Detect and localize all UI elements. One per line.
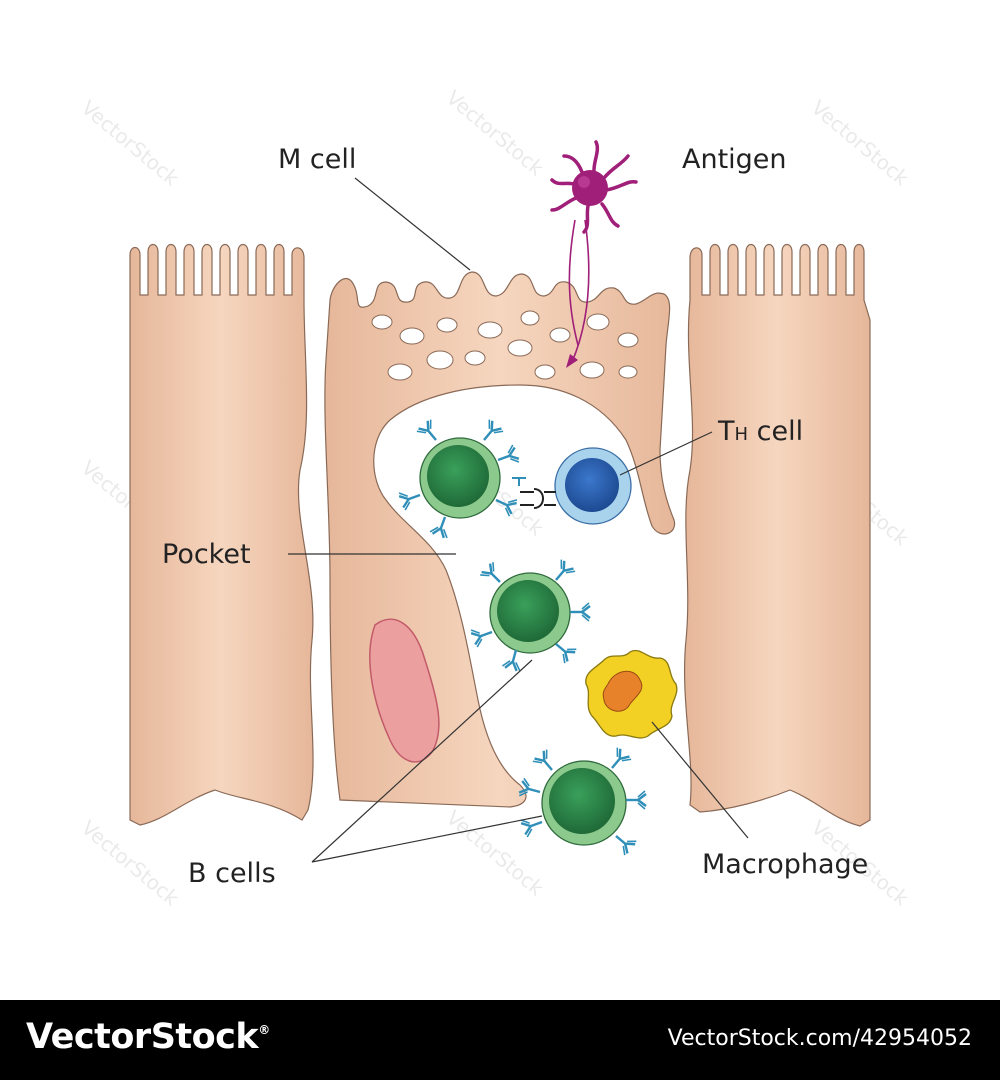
b-cell xyxy=(468,557,592,673)
b-cell xyxy=(396,417,522,541)
footer-bar: VectorStock® VectorStock.com/42954052 xyxy=(0,1000,1000,1080)
leader-th-cell xyxy=(619,431,713,476)
th-cell xyxy=(512,447,632,525)
footer-brand-mark: ® xyxy=(258,1023,270,1037)
footer-brand-logo: VectorStock® xyxy=(26,1017,270,1057)
label-macrophage: Macrophage xyxy=(702,849,868,880)
labels: M cell Antigen TH cell Pocket B cells Ma… xyxy=(162,144,868,889)
macrophage xyxy=(585,649,678,739)
b-cell xyxy=(517,745,648,857)
label-b-cells: B cells xyxy=(188,858,276,889)
diagram-stage: VectorStock VectorStock VectorStock Vect… xyxy=(76,85,914,911)
footer-brand-text: VectorStock xyxy=(26,1017,259,1057)
leader-macrophage xyxy=(651,721,749,839)
watermark: VectorStock xyxy=(77,815,184,910)
watermark: VectorStock xyxy=(807,95,914,190)
label-pocket: Pocket xyxy=(162,539,251,570)
m-cell-diagram: VectorStock VectorStock VectorStock Vect… xyxy=(77,85,914,910)
footer-image-id: VectorStock.com/42954052 xyxy=(667,1026,972,1051)
antigen xyxy=(550,140,638,368)
m-cell-vacuoles xyxy=(371,310,639,381)
watermark: VectorStock xyxy=(442,85,549,180)
watermark: VectorStock xyxy=(442,805,549,900)
leader-m-cell xyxy=(354,177,471,271)
watermark: VectorStock xyxy=(77,95,184,190)
leader-lines xyxy=(288,177,749,863)
label-antigen: Antigen xyxy=(682,144,787,175)
epithelial-cell-right xyxy=(683,243,871,827)
label-m-cell: M cell xyxy=(278,144,356,175)
leader-b-cells-2 xyxy=(311,815,543,863)
label-th-cell: TH cell xyxy=(717,416,803,447)
leader-b-cells-1 xyxy=(311,659,533,863)
epithelial-cell-left xyxy=(129,243,314,826)
